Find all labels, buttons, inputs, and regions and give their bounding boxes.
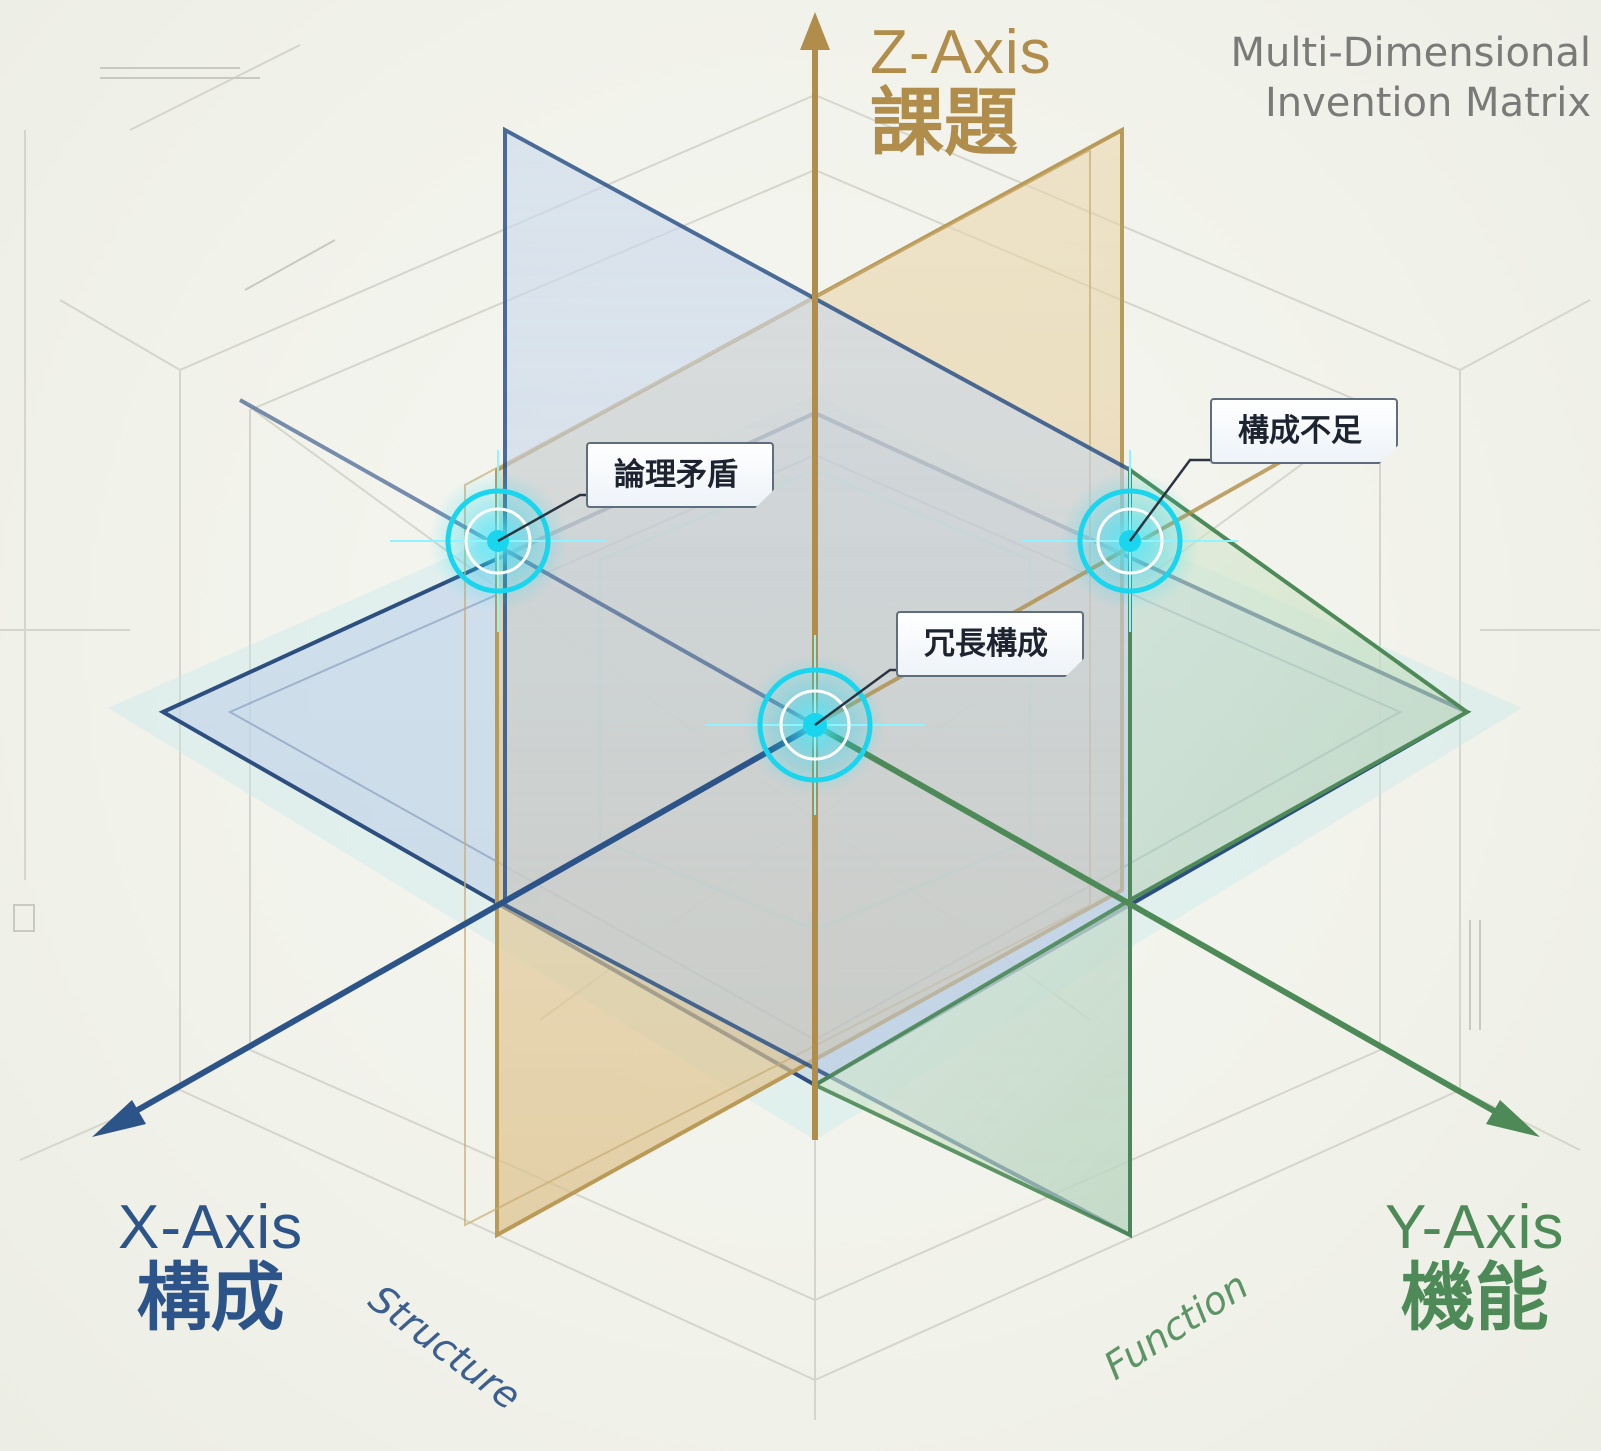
title-line-1: Multi-Dimensional — [1230, 30, 1591, 76]
z-axis-arrowhead — [800, 12, 830, 50]
callout-logic-contradiction: 論理矛盾 ▫▫ — [586, 442, 774, 508]
green-plane — [810, 466, 1471, 1239]
x-axis-name: X-Axis — [118, 1193, 304, 1262]
callout-label: 冗長構成 — [924, 626, 1048, 662]
title-line-2: Invention Matrix — [1264, 80, 1591, 126]
callout-label: 構成不足 — [1238, 413, 1362, 449]
z-axis-label: Z-Axis 課題 — [870, 20, 1052, 163]
diagram-title: Multi-Dimensional Invention Matrix — [1231, 28, 1591, 128]
x-axis-jp: 構成 — [136, 1255, 285, 1342]
y-axis-jp: 機能 — [1400, 1255, 1549, 1342]
z-axis-name: Z-Axis — [870, 18, 1052, 87]
y-axis-label: Y-Axis 機能 — [1385, 1195, 1564, 1338]
callout-label: 論理矛盾 — [614, 457, 738, 493]
y-axis — [813, 722, 1540, 1137]
x-axis-label: X-Axis 構成 — [118, 1195, 303, 1338]
callout-insufficient-structure: 構成不足 ▫▫ — [1210, 398, 1398, 464]
z-axis-jp: 課題 — [870, 80, 1018, 167]
x-axis-arrowhead — [92, 1100, 146, 1137]
y-axis-name: Y-Axis — [1385, 1193, 1565, 1262]
y-axis-arrowhead — [1486, 1100, 1540, 1137]
callout-redundant-structure: 冗長構成 ▫▫ — [896, 611, 1084, 677]
x-axis — [92, 722, 817, 1137]
z-axis — [800, 12, 830, 1140]
corner-decoration — [13, 67, 1481, 1030]
